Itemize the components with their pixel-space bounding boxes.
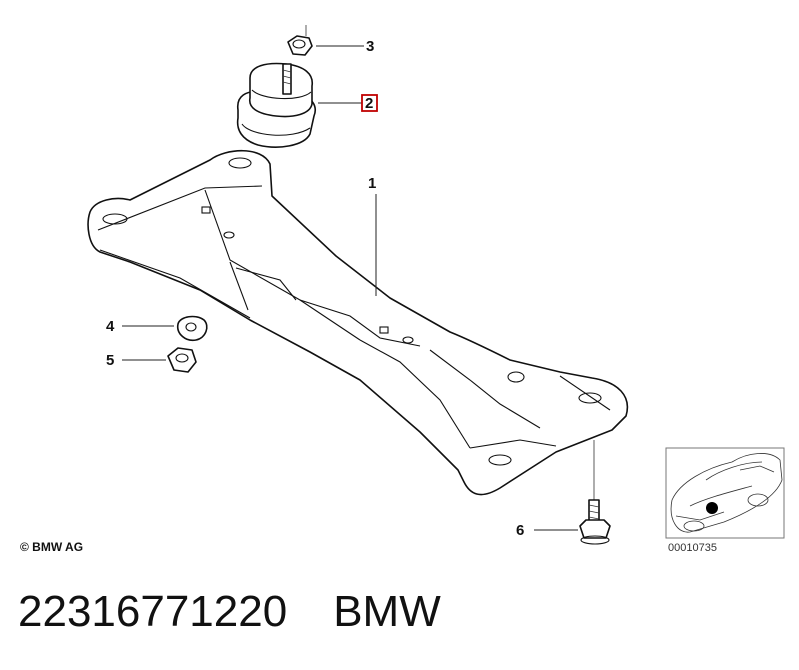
callout-1[interactable]: 1 — [368, 175, 376, 192]
transmission-support-part-1[interactable] — [87, 150, 629, 496]
callout-5[interactable]: 5 — [106, 352, 114, 369]
bolt-part-6[interactable] — [579, 440, 611, 545]
callout-3[interactable]: 3 — [366, 38, 374, 55]
thumbnail-id: 00010735 — [668, 542, 717, 554]
callout-4[interactable]: 4 — [106, 318, 115, 335]
svg-text:2: 2 — [365, 95, 373, 112]
nut-part-5[interactable] — [167, 347, 197, 373]
part-number: 22316771220 — [18, 587, 288, 636]
car-locator-thumbnail — [665, 447, 785, 539]
car-outline-icon — [670, 453, 783, 533]
washer-part-4[interactable] — [176, 315, 208, 342]
svg-text:4: 4 — [106, 318, 115, 335]
brand-name: BMW — [333, 587, 441, 636]
svg-text:3: 3 — [366, 38, 374, 55]
nut-part-3[interactable] — [287, 25, 313, 56]
transmission-mount-part-2[interactable] — [236, 62, 316, 148]
svg-text:1: 1 — [368, 175, 376, 192]
svg-text:6: 6 — [516, 522, 524, 539]
svg-text:5: 5 — [106, 352, 114, 369]
leader-lines — [122, 45, 578, 531]
copyright-notice: © BMW AG — [20, 540, 84, 554]
part-caption: 22316771220 BMW — [18, 587, 487, 637]
callout-2-highlighted[interactable]: 2 — [361, 94, 378, 112]
location-marker — [706, 502, 718, 514]
callout-6[interactable]: 6 — [516, 522, 524, 539]
